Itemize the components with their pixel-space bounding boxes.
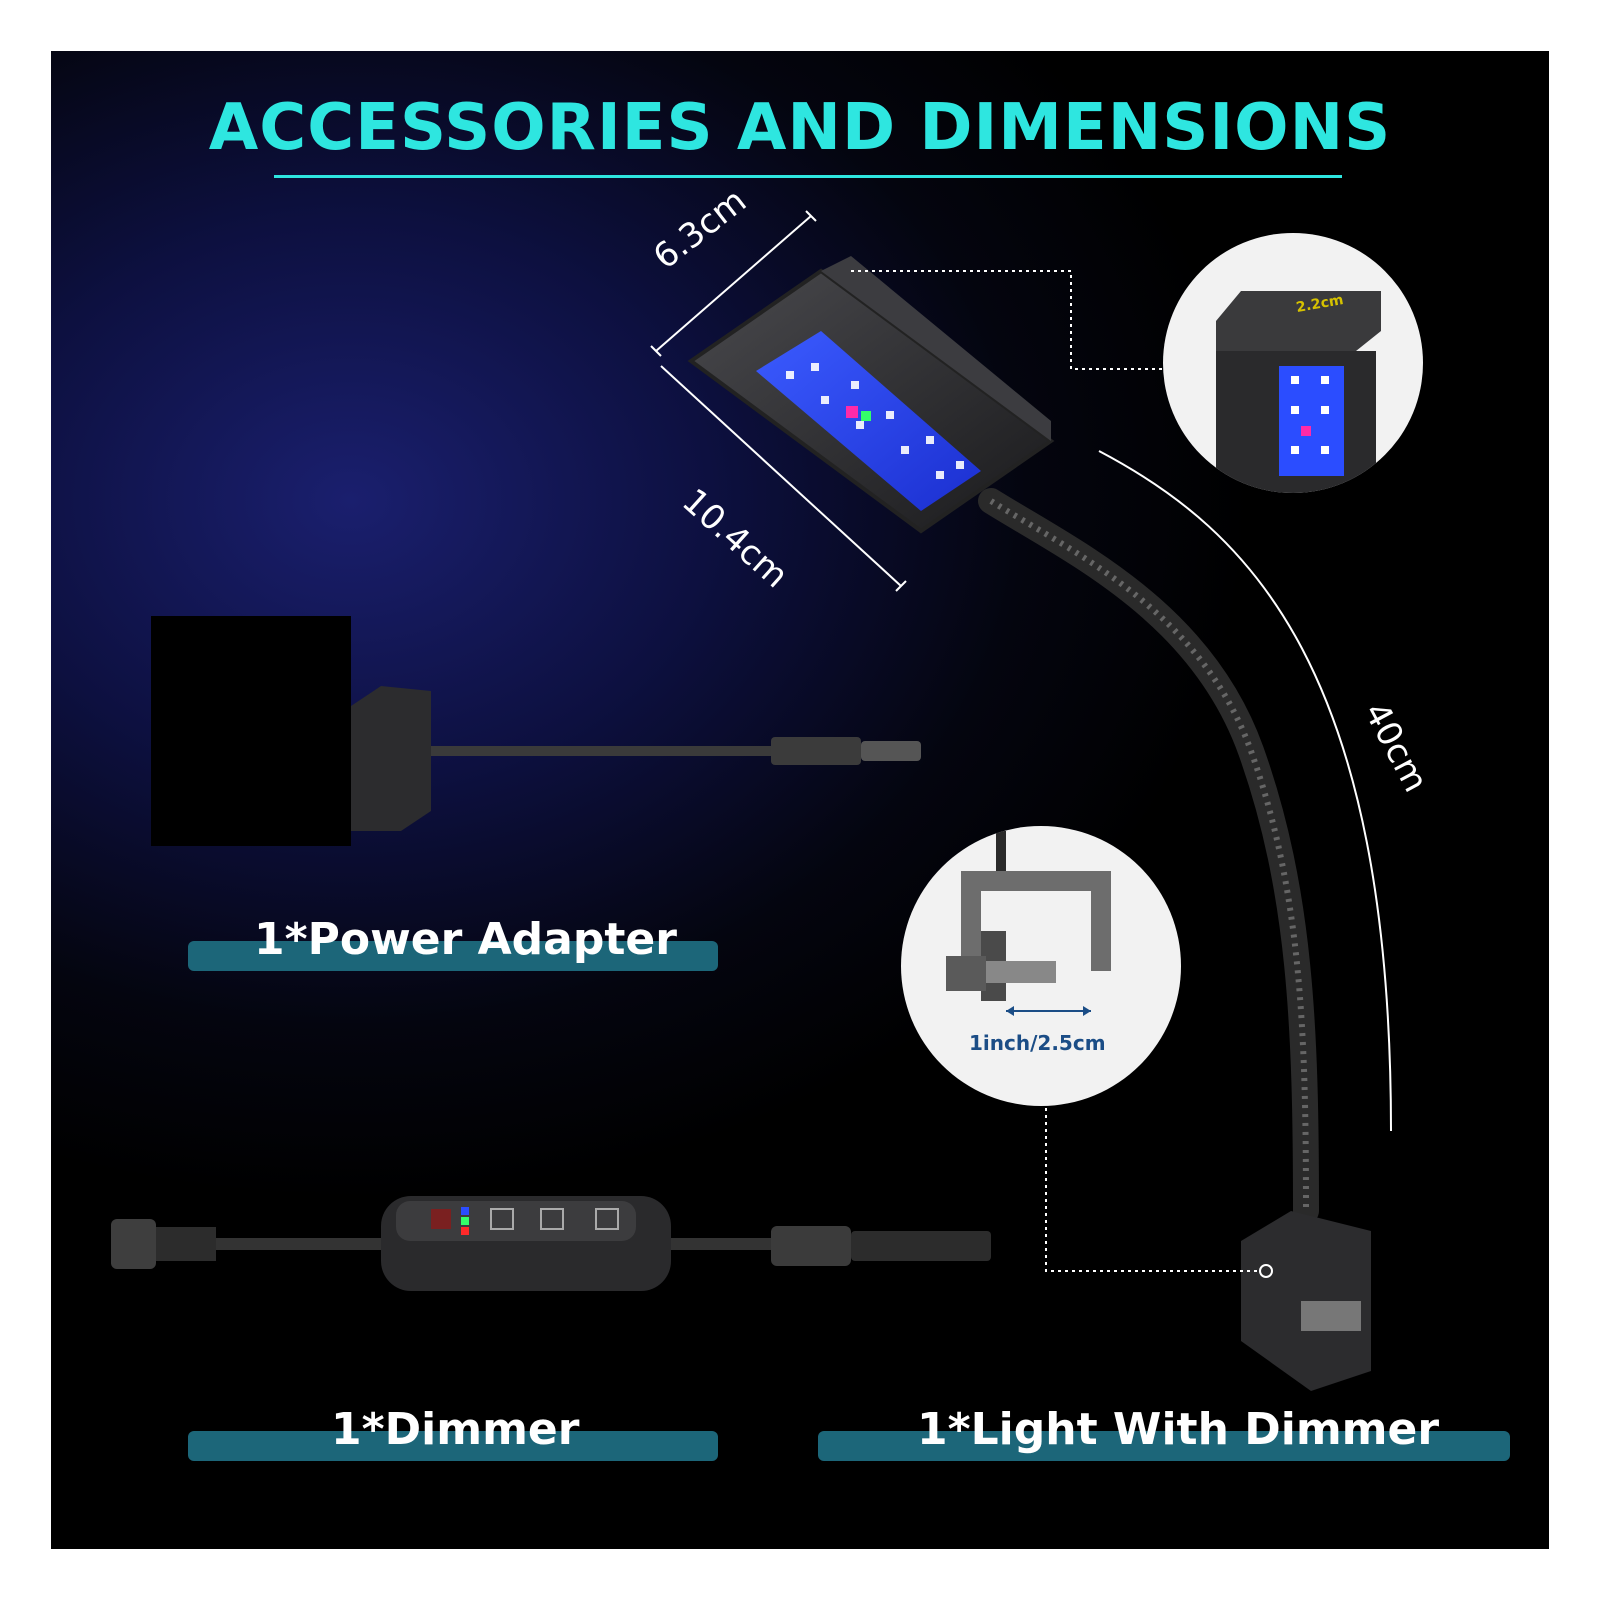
product-infographic: ACCESSORIES AND DIMENSIONS bbox=[51, 51, 1549, 1549]
light-label: 1*Light With Dimmer bbox=[917, 1404, 1440, 1455]
page-title: ACCESSORIES AND DIMENSIONS bbox=[208, 91, 1392, 165]
lamp-head bbox=[687, 256, 1055, 534]
zoom-circle-clamp bbox=[901, 826, 1181, 1106]
dimmer-device bbox=[111, 1196, 991, 1291]
power-adapter-label: 1*Power Adapter bbox=[254, 914, 677, 965]
black-block bbox=[151, 616, 351, 846]
power-adapter bbox=[351, 686, 921, 831]
length-arc bbox=[1098, 450, 1392, 1132]
leader-2 bbox=[1045, 1101, 1261, 1272]
dimmer-label-bar bbox=[188, 1431, 718, 1461]
clamp-dimension: 1inch/2.5cm bbox=[969, 1031, 1106, 1055]
dimmer-label: 1*Dimmer bbox=[331, 1404, 580, 1455]
title-underline bbox=[274, 175, 1342, 178]
width-bracket bbox=[655, 215, 812, 352]
light-label-bar bbox=[818, 1431, 1510, 1461]
product-illustration bbox=[111, 210, 1423, 1391]
clamp bbox=[1241, 1211, 1371, 1391]
length-bracket bbox=[660, 365, 902, 587]
zoom-circle-height bbox=[1163, 233, 1423, 493]
leader-1 bbox=[851, 270, 1163, 370]
power-adapter-label-bar bbox=[188, 941, 718, 971]
